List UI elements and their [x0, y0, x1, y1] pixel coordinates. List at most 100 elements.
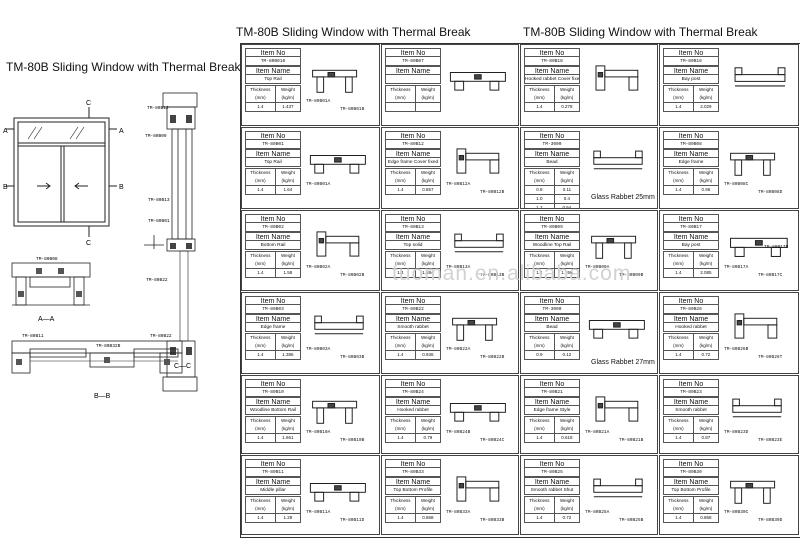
item-name-value: Woodline Bottom Rail: [245, 406, 301, 415]
profile-illustration: [724, 392, 790, 431]
profile-drawing: [732, 398, 782, 418]
profile-code: TM-80B30C: [724, 510, 749, 515]
thickness-header: Thickness (mm): [245, 251, 276, 269]
item-name-label: Item Name: [524, 149, 580, 158]
weight-header: Weight (kg/m): [553, 496, 581, 514]
item-no-label: Item No: [663, 48, 719, 57]
item-name-label: Item Name: [245, 149, 301, 158]
thickness-header: Thickness (mm): [524, 85, 555, 103]
weight-header: Weight (kg/m): [274, 416, 302, 434]
thickness-header: Thickness (mm): [524, 333, 555, 351]
item-no-label: Item No: [663, 459, 719, 468]
profile-illustration: [446, 61, 512, 100]
profile-code: TM-80B03B: [340, 355, 365, 360]
item-name-value: Bottom Rail: [245, 241, 301, 250]
item-name-label: Item Name: [663, 66, 719, 75]
weight-value: 1.29: [274, 513, 302, 523]
profile-illustration: [306, 227, 372, 266]
profile-drawing: [588, 320, 645, 339]
item-name-value: Bay post: [663, 241, 719, 250]
weight-header: Weight (kg/m): [274, 251, 302, 269]
item-no-value: TM-80B03: [245, 305, 301, 314]
profile-illustration: [724, 61, 796, 100]
item-no-label: Item No: [385, 214, 441, 223]
profile-illustration: [585, 61, 651, 100]
profile-code: TM-80B25A: [585, 510, 610, 515]
item-no-value: TM-80B26: [663, 305, 719, 314]
item-no-value: TM-80B21: [524, 388, 580, 397]
profile-drawing: [730, 152, 776, 176]
item-name-label: Item Name: [245, 397, 301, 406]
thickness-value: 1.4: [524, 102, 555, 112]
item-no-value: TM-80B25: [524, 468, 580, 477]
item-name-value: Bead: [524, 323, 580, 332]
item-name-label: Item Name: [663, 149, 719, 158]
profile-illustration: [585, 227, 651, 266]
profile-code: TM-80B08D: [758, 190, 783, 195]
thickness-header: Thickness (mm): [524, 168, 555, 186]
section-caption-aa: A—A: [38, 316, 55, 323]
weight-value: 0.12: [553, 350, 581, 360]
profile-drawing: [312, 69, 358, 93]
profile-code: TM-80B12B: [480, 190, 505, 195]
profile-drawing: [454, 233, 504, 253]
thickness-header: Thickness (mm): [245, 333, 276, 351]
weight-value: 2.085: [692, 268, 720, 278]
thickness-header: Thickness (mm): [663, 416, 694, 434]
weight-value: 1.384: [414, 268, 442, 278]
item-name-value: Edge frame: [663, 158, 719, 167]
item-name-label: Item Name: [524, 232, 580, 241]
thickness-value: 1.4: [245, 185, 276, 195]
thickness-value: 1.4: [385, 185, 416, 195]
section-mark-c-top: C: [86, 100, 91, 107]
profile-code: TM-80B33A: [446, 510, 471, 515]
item-no-value: TM-80B13: [385, 223, 441, 232]
thickness-value: 1.4: [524, 433, 555, 443]
item-name-label: Item Name: [663, 232, 719, 241]
weight-value: 0.618: [553, 433, 581, 443]
thickness-value: 1.4: [245, 513, 276, 523]
item-no-label: Item No: [245, 214, 301, 223]
weight-header: Weight (kg/m): [414, 85, 442, 103]
profile-code: TM-80B09A: [585, 265, 610, 270]
thickness-header: Thickness (mm): [245, 496, 276, 514]
item-name-label: Item Name: [245, 66, 301, 75]
window-elevation: [6, 107, 117, 237]
profile-code: TM-80B17B: [764, 245, 789, 250]
item-name-label: Item Name: [385, 149, 441, 158]
item-name-value: Smooth rabbet: [385, 323, 441, 332]
profile-illustration: [446, 227, 512, 266]
profile-drawing: [730, 237, 788, 257]
item-no-value: TM-80B11: [245, 468, 301, 477]
item-name-value: Top Bottom Profile: [663, 486, 719, 495]
item-name-label: Item Name: [663, 314, 719, 323]
item-name-label: Item Name: [245, 232, 301, 241]
profile-code: TM-80B21A: [585, 430, 610, 435]
profile-code: TM-80B03A: [306, 347, 331, 352]
item-no-label: Item No: [524, 214, 580, 223]
weight-value: 0.79: [414, 433, 442, 443]
weight-header: Weight (kg/m): [692, 496, 720, 514]
weight-value: 0.278: [553, 102, 581, 112]
profile-illustration: [306, 309, 372, 348]
section-mark-a-left: A: [3, 128, 8, 135]
profile-code: TM-80B23E: [758, 438, 783, 443]
code-label-1: TM-80B12: [147, 105, 169, 111]
item-name-label: Item Name: [385, 477, 441, 486]
weight-value: 0.936: [414, 350, 442, 360]
thickness-value: 1.4: [385, 513, 416, 523]
thickness-value: 1.0: [524, 194, 555, 204]
